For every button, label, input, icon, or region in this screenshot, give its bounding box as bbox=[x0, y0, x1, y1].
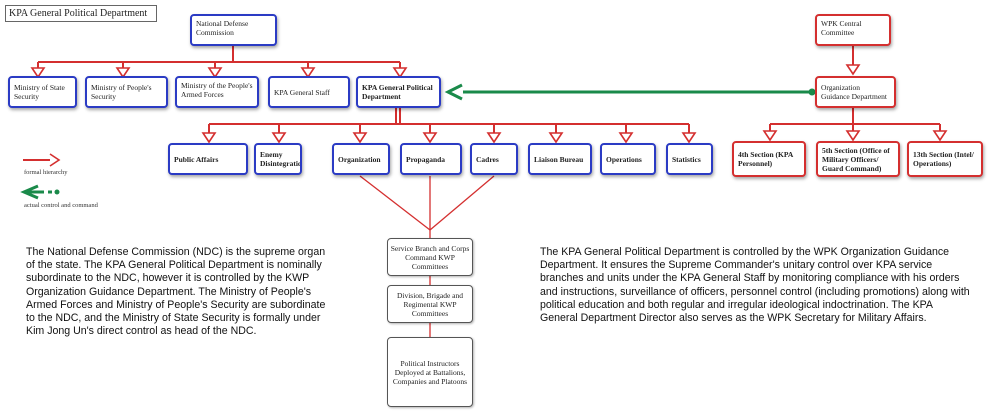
legend-actual-arrow bbox=[20, 184, 60, 200]
legend-formal-arrow bbox=[23, 153, 61, 167]
political-instructors-node: Political Instructors Deployed at Battal… bbox=[387, 337, 473, 407]
cadres-node: Cadres bbox=[470, 143, 518, 175]
ndc-node: National Defense Commission bbox=[190, 14, 277, 46]
wpk-connector bbox=[845, 46, 861, 76]
ogd-connector bbox=[769, 108, 941, 134]
liaison-bureau-node: Liaison Bureau bbox=[528, 143, 592, 175]
wpk-central-committee-node: WPK Central Committee bbox=[815, 14, 891, 46]
convergence-lines bbox=[359, 175, 495, 337]
ministry-of-peoples-armed-forces-node: Ministry of the People's Armed Forces bbox=[175, 76, 259, 108]
ministry-of-state-security-node: Ministry of State Security bbox=[8, 76, 77, 108]
control-arrow bbox=[444, 83, 816, 101]
legend-formal-label: formal hierarchy bbox=[24, 169, 68, 176]
organization-node: Organization bbox=[332, 143, 390, 175]
public-affairs-node: Public Affairs bbox=[168, 143, 248, 175]
ndc-arrowheads bbox=[30, 67, 408, 79]
division-brigade-committees-node: Division, Brigade and Regimental KWP Com… bbox=[387, 285, 473, 323]
organization-guidance-department-node: Organization Guidance Department bbox=[815, 76, 896, 108]
kpa-general-staff-node: KPA General Staff bbox=[268, 76, 350, 108]
5th-section-node: 5th Section (Office of Military Officers… bbox=[816, 141, 900, 177]
left-description: The National Defense Commission (NDC) is… bbox=[26, 246, 326, 338]
13th-section-node: 13th Section (Intel/ Operations) bbox=[907, 141, 983, 177]
operations-node: Operations bbox=[600, 143, 656, 175]
page-title: KPA General Political Department bbox=[5, 5, 157, 22]
right-description: The KPA General Political Department is … bbox=[540, 246, 970, 325]
propaganda-node: Propaganda bbox=[400, 143, 462, 175]
gpd-connector bbox=[208, 108, 690, 136]
statistics-node: Statistics bbox=[666, 143, 713, 175]
legend-actual-label: actual control and command bbox=[24, 202, 98, 209]
service-branch-committees-node: Service Branch and Corps Command KWP Com… bbox=[387, 238, 473, 276]
ogd-arrowheads bbox=[762, 130, 948, 142]
kpa-general-political-department-node: KPA General Political Department bbox=[356, 76, 441, 108]
gpd-arrowheads bbox=[201, 132, 697, 144]
4th-section-node: 4th Section (KPA Personnel) bbox=[732, 141, 806, 177]
ministry-of-peoples-security-node: Ministry of People's Security bbox=[85, 76, 168, 108]
enemy-disintegration-node: Enemy Disintegration bbox=[254, 143, 302, 175]
